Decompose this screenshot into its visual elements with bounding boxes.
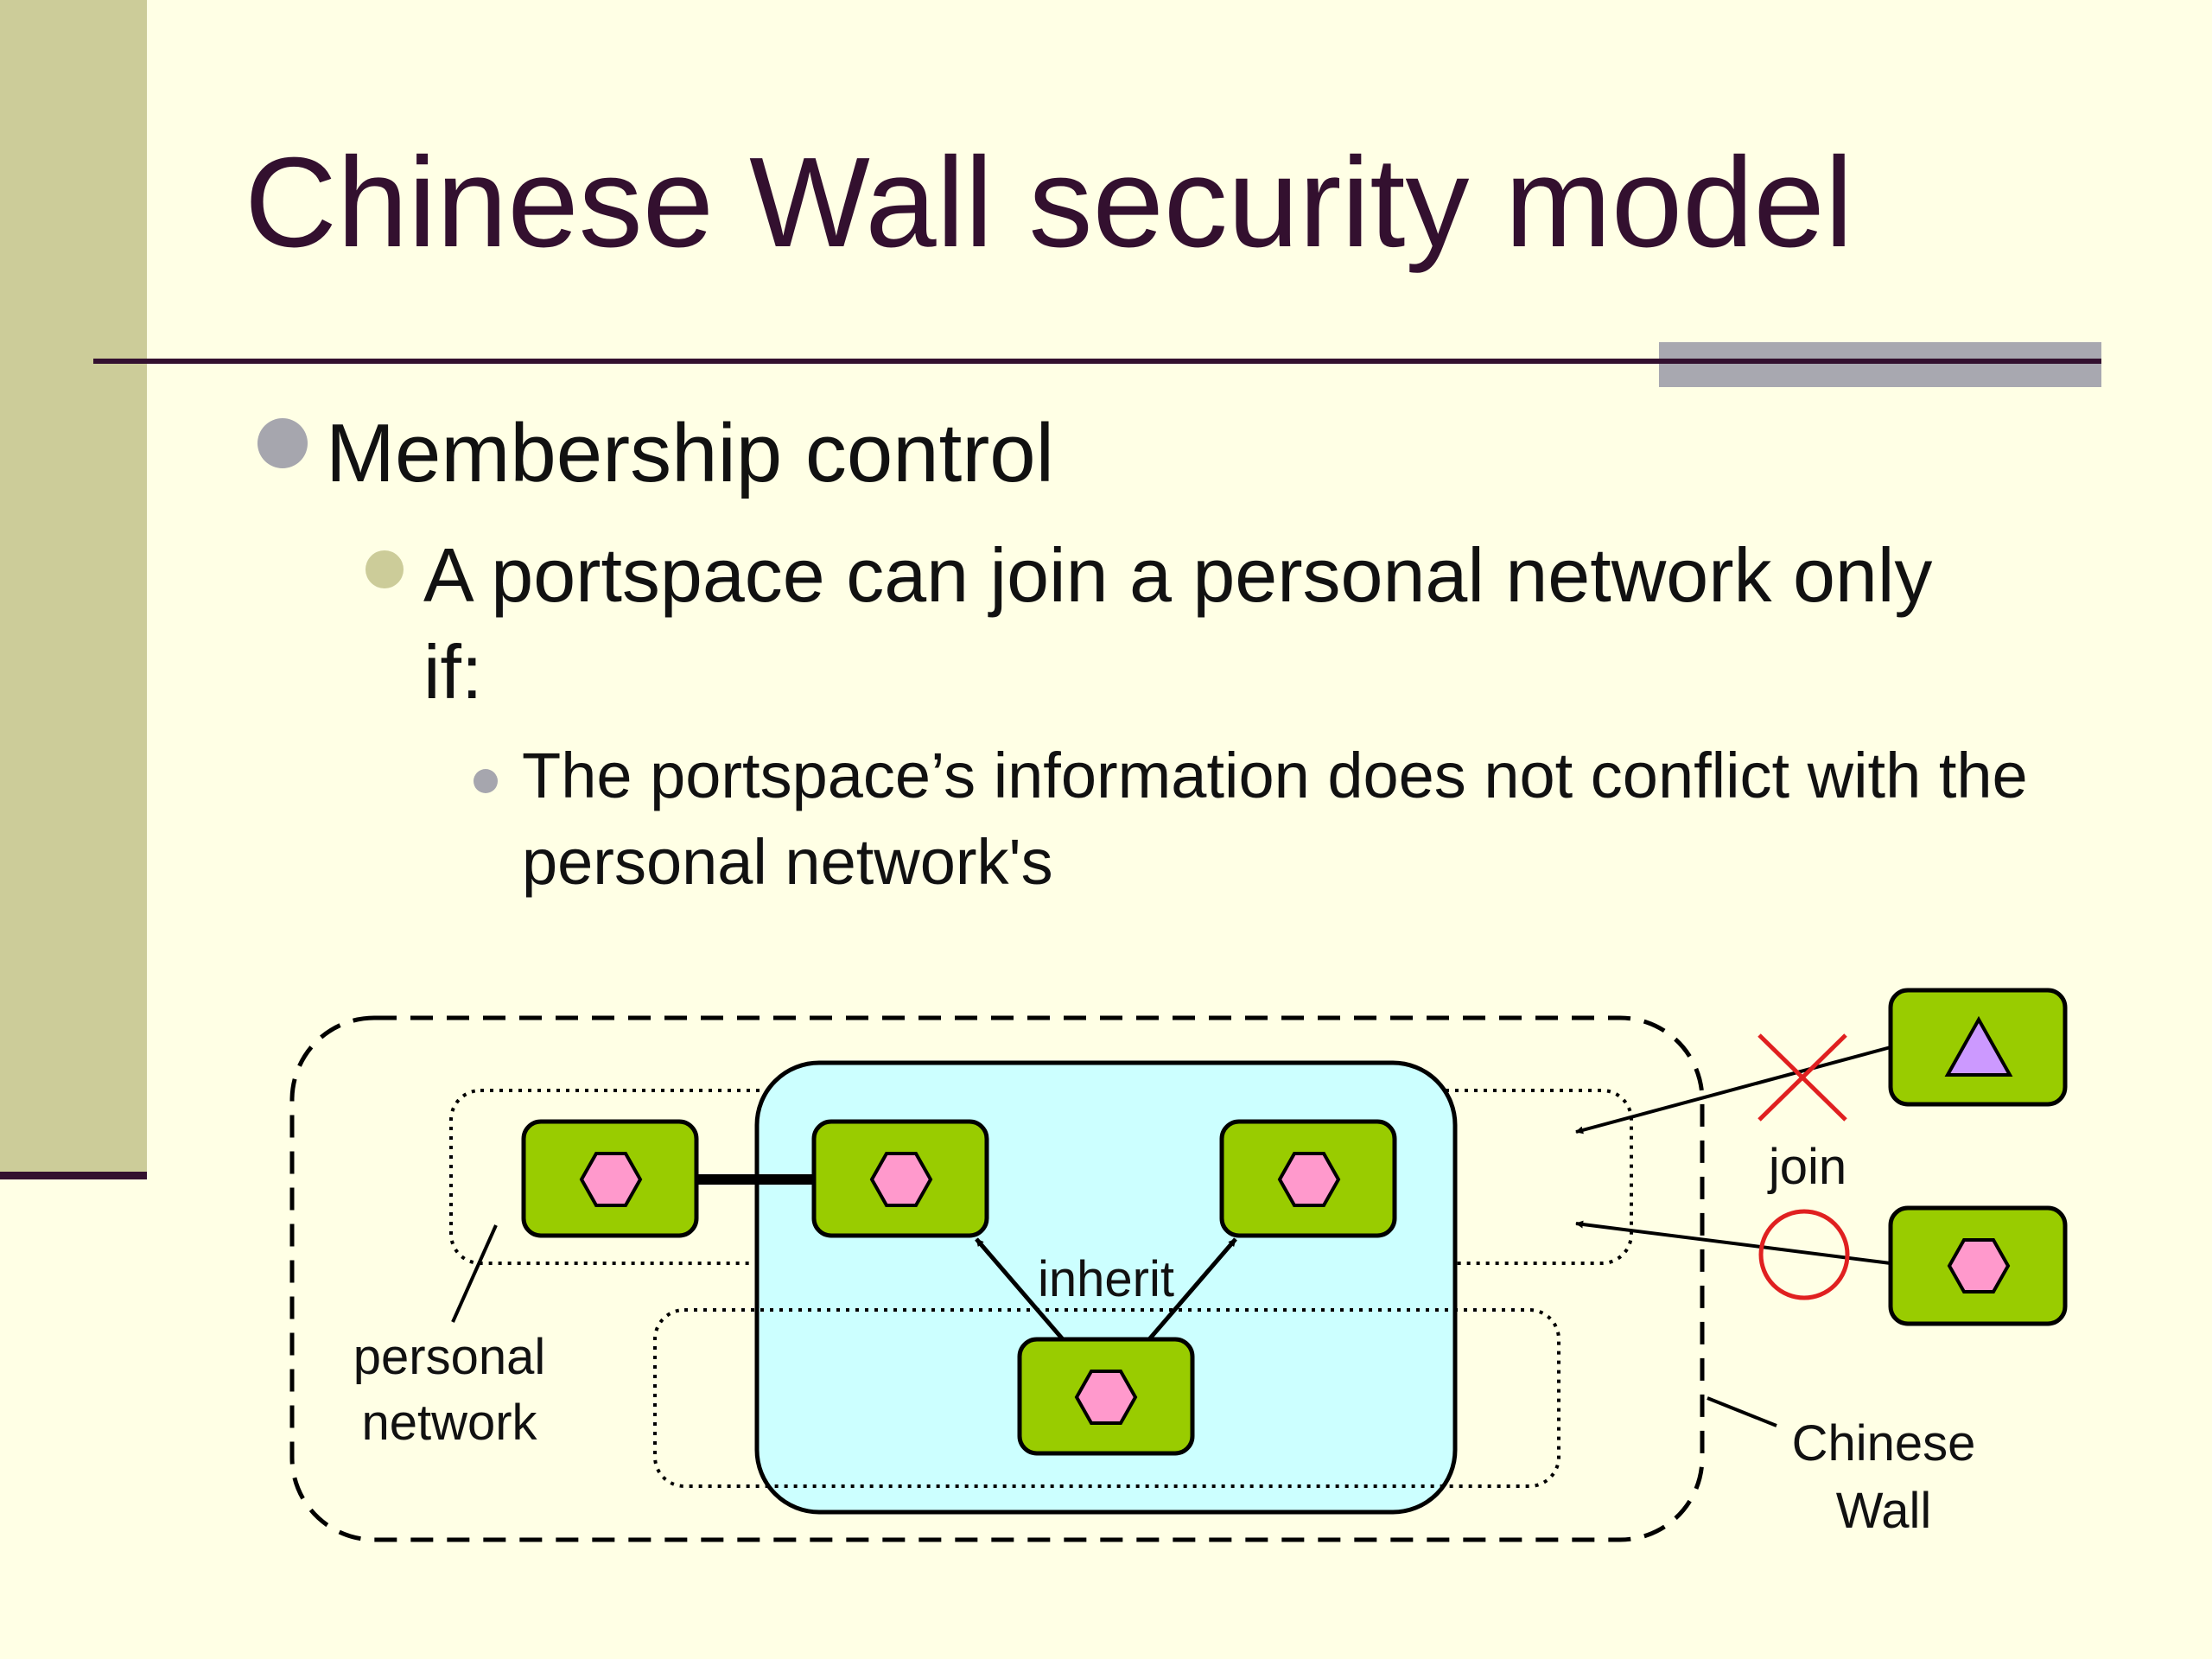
left-accent-line	[0, 1172, 147, 1179]
x-mark-icon	[1758, 1033, 1847, 1122]
hexagon-icon	[1947, 1238, 2011, 1294]
join-arrow-rejected	[1575, 1046, 1891, 1135]
inherit-arrow-left	[975, 1237, 1065, 1341]
triangle-icon	[1944, 1015, 2013, 1077]
bullet-level2: A portspace can join a personal network …	[423, 532, 1933, 715]
external-portspace-conflict	[1888, 988, 2068, 1107]
chinese-wall-boundary	[289, 1015, 1705, 1542]
chinese-wall-label-line1: Chinese	[1792, 1415, 1976, 1471]
join-label: join	[1767, 1139, 1847, 1195]
inherit-arrow-right	[1147, 1237, 1237, 1341]
hexagon-icon	[1074, 1370, 1138, 1425]
hexagon-icon	[579, 1152, 643, 1207]
portspace-node-2	[811, 1119, 989, 1238]
portspace-node-1	[521, 1119, 699, 1238]
bullet-dot-level2	[365, 550, 404, 588]
bullet-level3: The portspace’s information does not con…	[522, 740, 2028, 898]
personal-network-label-line1: personal	[353, 1329, 545, 1385]
portspace-node-3	[1219, 1119, 1397, 1238]
bullet-dot-level3	[474, 769, 498, 793]
chinese-wall-leader	[1707, 1396, 1777, 1427]
personal-network-group-right	[1177, 1089, 1633, 1265]
chinese-wall-label-line2: Wall	[1836, 1483, 1932, 1539]
circle-mark-icon	[1758, 1209, 1850, 1300]
external-portspace-allowed	[1888, 1205, 2068, 1326]
personal-network-label-line2: network	[361, 1395, 537, 1451]
hexagon-icon	[1277, 1152, 1341, 1207]
bullet-level1: Membership control	[326, 407, 1054, 499]
portspace-node-4	[1017, 1337, 1195, 1456]
title-rule	[93, 359, 2101, 364]
join-arrow-accepted	[1575, 1220, 1891, 1265]
inherit-label: inherit	[1038, 1251, 1174, 1307]
personal-network-leader	[451, 1224, 498, 1323]
bullet-dot-level1	[257, 418, 308, 468]
slide-title: Chinese Wall security model	[245, 131, 1853, 274]
hexagon-icon	[869, 1152, 933, 1207]
title-rule-accent	[1659, 342, 2101, 387]
left-accent-bar	[0, 0, 147, 1178]
